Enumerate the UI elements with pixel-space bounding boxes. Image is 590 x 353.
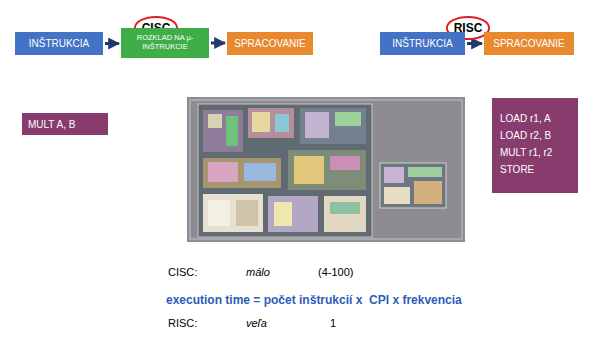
node-text: INŠTRUKCIA	[29, 38, 90, 49]
node-text: LOAD r2, B	[500, 127, 551, 144]
process-box: SPRACOVANIE	[227, 32, 313, 55]
process-box: INŠTRUKCIA	[380, 32, 465, 55]
photo-ground	[187, 97, 465, 242]
photo-frame	[190, 100, 462, 239]
large-die	[198, 104, 372, 237]
note-text: RISC:	[168, 317, 197, 329]
note-text: CISC:	[168, 266, 197, 278]
flow-arrow	[105, 42, 119, 45]
note-text: veľa	[246, 317, 267, 329]
formula-text: execution time = počet inštrukcií x CPI …	[166, 293, 462, 307]
process-box: SPRACOVANIE	[484, 32, 574, 55]
node-text: SPRACOVANIE	[493, 38, 565, 49]
process-box: INŠTRUKCIA	[15, 32, 103, 55]
small-die	[380, 163, 446, 208]
node-text: SPRACOVANIE	[234, 38, 306, 49]
node-text: MULT A, B	[28, 119, 75, 130]
flow-arrow	[211, 42, 225, 45]
instruction-box: LOAD r1, ALOAD r2, BMULT r1, r2STORE	[492, 98, 578, 193]
node-text: STORE	[500, 161, 534, 178]
process-box: ROZKLAD NA µ-INŠTRUKCIE	[121, 28, 209, 58]
flow-arrow	[467, 42, 482, 45]
instruction-box: MULT A, B	[22, 113, 108, 135]
node-text: INŠTRUKCIA	[392, 38, 453, 49]
node-text: ROZKLAD NA µ-INŠTRUKCIE	[127, 34, 203, 51]
node-text: MULT r1, r2	[500, 144, 552, 161]
note-text: 1	[330, 317, 336, 329]
note-text: (4-100)	[318, 266, 353, 278]
node-text: LOAD r1, A	[500, 110, 551, 127]
note-text: málo	[246, 266, 270, 278]
